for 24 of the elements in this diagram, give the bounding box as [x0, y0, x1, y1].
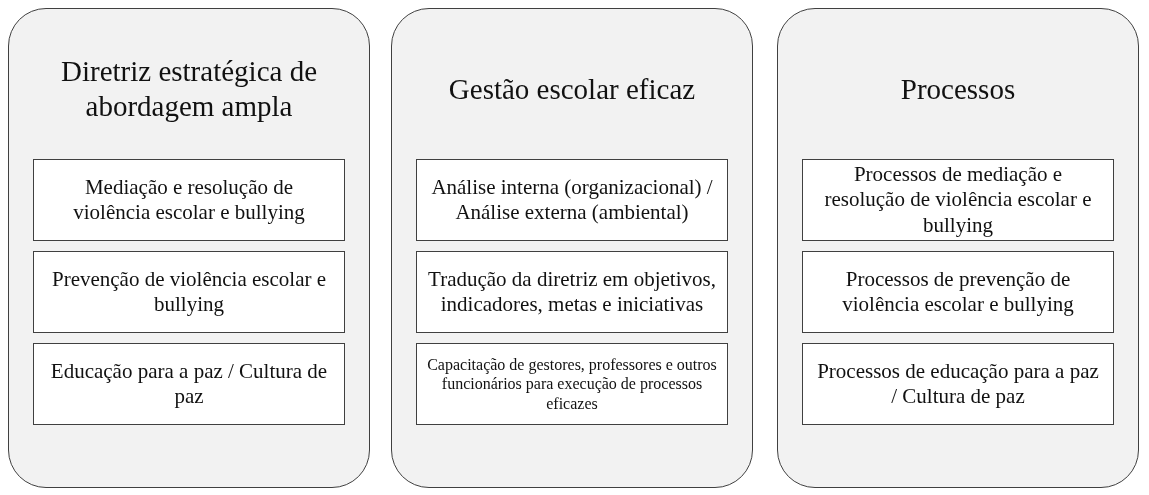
item-text: Mediação e resolução de violência escolar e bullying	[72, 174, 306, 226]
item-text: Processos de educação para a paz / Cultura de paz	[816, 358, 1100, 410]
item-text: Tradução da diretriz em objetivos, indicadores, metas e iniciativas	[427, 266, 717, 318]
item-box	[802, 159, 1114, 241]
item-box	[416, 343, 728, 425]
item-text: Educação para a paz / Cultura de paz	[49, 358, 329, 410]
item-text: Capacitação de gestores, professores e outros funcionários para execução de processos eficazes	[427, 355, 717, 413]
item-text: Prevenção de violência escolar e bullying	[51, 266, 327, 318]
item-box	[33, 343, 345, 425]
panel-title: Processos	[900, 71, 1016, 107]
item-text: Análise interna (organizacional) / Análise externa (ambiental)	[430, 174, 714, 226]
item-box	[33, 159, 345, 241]
item-box	[802, 251, 1114, 333]
item-text: Processos de mediação e resolução de violência escolar e bullying	[823, 162, 1093, 238]
panel-title: Gestão escolar eficaz	[448, 71, 696, 107]
column-panel	[391, 8, 753, 488]
item-box	[416, 159, 728, 241]
item-box	[33, 251, 345, 333]
item-text: Processos de prevenção de violência escolar e bullying	[841, 266, 1075, 318]
panel-title: Diretriz estratégica de abordagem ampla	[60, 54, 318, 124]
item-box	[802, 343, 1114, 425]
item-box	[416, 251, 728, 333]
column-panel	[8, 8, 370, 488]
column-panel	[777, 8, 1139, 488]
